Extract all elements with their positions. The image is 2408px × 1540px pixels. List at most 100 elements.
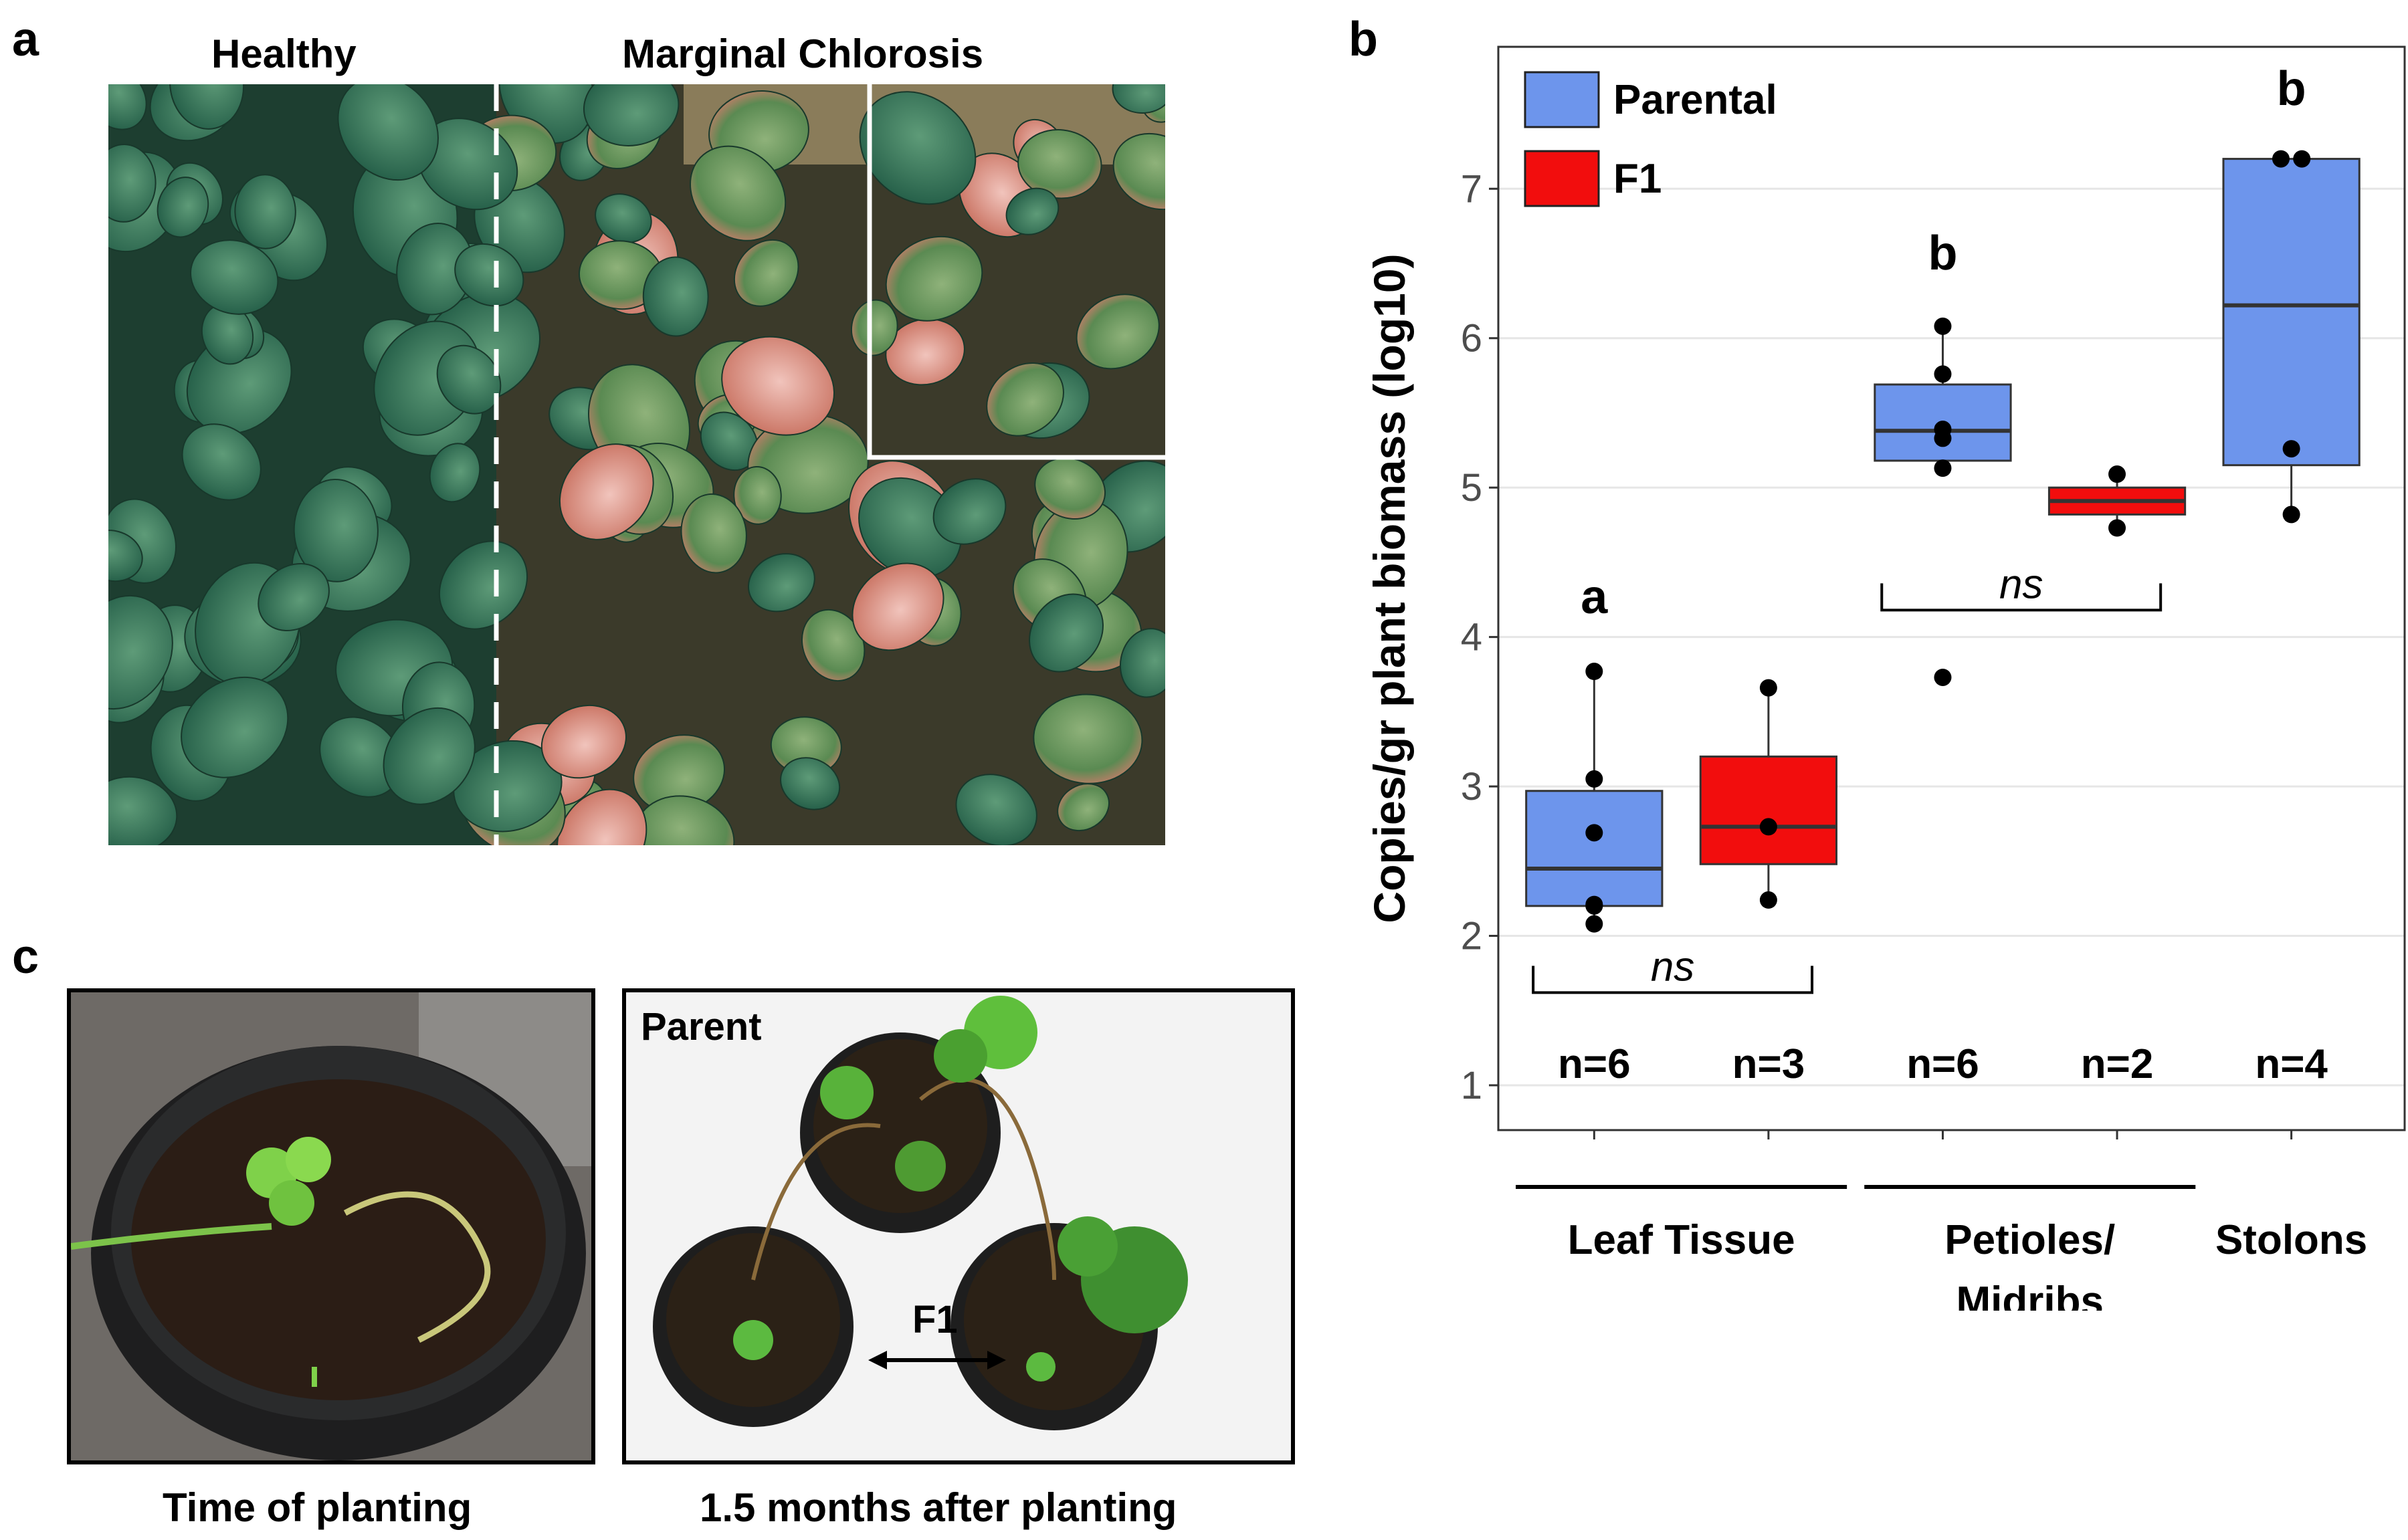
data-point — [1585, 770, 1603, 788]
leaf-shape — [108, 144, 157, 223]
leaf-shape — [885, 235, 983, 322]
ns-bracket — [1532, 966, 1814, 994]
leaf-shape — [557, 788, 647, 845]
data-point — [1759, 891, 1777, 909]
seedling-pot-image — [71, 992, 591, 1460]
data-point — [1585, 824, 1603, 842]
leaf-shape — [190, 239, 279, 315]
leaf-shape — [1112, 84, 1165, 114]
leaf-shape — [747, 553, 815, 613]
y-tick-label: 7 — [1461, 167, 1482, 211]
leaf-shape — [1029, 593, 1104, 673]
parent-label: Parent — [641, 1005, 762, 1049]
leaf-shape — [1057, 783, 1110, 832]
leaf-shape — [559, 443, 654, 540]
leaf-shape — [108, 530, 143, 582]
leaf-shape — [108, 594, 173, 710]
legend-swatch-parental — [1524, 71, 1600, 128]
y-tick-label: 2 — [1461, 915, 1482, 958]
sample-size-label: n=3 — [1732, 1041, 1805, 1087]
y-axis-title: Copies/gr plant biomass (log10) — [1365, 253, 1414, 923]
leaf-shape — [932, 478, 1007, 545]
box-parental — [1874, 383, 2012, 462]
data-point — [1934, 421, 1952, 439]
leaf-shape — [429, 443, 481, 503]
data-point — [1585, 895, 1603, 913]
leaf-shape — [1112, 132, 1165, 211]
panel-c-letter: c — [12, 930, 39, 984]
data-point — [2282, 440, 2300, 458]
data-point — [1934, 365, 1952, 383]
leaf-shape — [169, 84, 245, 130]
group-label: Leaf Tissue — [1568, 1217, 1795, 1263]
leaf-shape — [234, 174, 296, 249]
leaf-shape — [721, 336, 835, 436]
legend-swatch-f1 — [1524, 150, 1600, 207]
sample-size-label: n=4 — [2255, 1041, 2328, 1087]
data-point — [2293, 150, 2311, 168]
data-point — [1934, 668, 1952, 686]
significance-letter: a — [1581, 570, 1608, 624]
leaf-shape — [181, 423, 262, 501]
leaf-shape — [583, 84, 680, 146]
leaf-shape — [1076, 294, 1160, 370]
sample-size-label: n=6 — [1558, 1041, 1631, 1087]
box-parental — [1525, 790, 1664, 907]
leaf-shape — [1005, 187, 1060, 235]
leaf-shape — [1119, 628, 1165, 698]
leaf-shape — [642, 256, 709, 337]
leaf-shape — [955, 774, 1037, 845]
significance-letter: b — [2277, 62, 2306, 116]
ns-label: ns — [1651, 944, 1694, 990]
panel-a-letter: a — [12, 13, 39, 66]
legend-label: Parental — [1613, 77, 1777, 123]
time-of-planting-photo — [67, 988, 595, 1464]
y-tick-label: 5 — [1461, 466, 1482, 510]
leaf-shape — [454, 243, 524, 307]
leaf-shape — [108, 84, 147, 130]
after-planting-photo: Parent F1 — [622, 988, 1295, 1464]
healthy-label: Healthy — [211, 31, 357, 76]
leaf-shape — [780, 757, 841, 810]
data-point — [2282, 506, 2300, 524]
leaf-shape — [438, 540, 528, 630]
leaf-shape — [293, 479, 379, 582]
leaf-shape — [851, 562, 944, 651]
data-point — [1759, 679, 1777, 697]
time-of-planting-caption: Time of planting — [163, 1485, 472, 1530]
data-point — [2108, 465, 2126, 483]
data-point — [1585, 915, 1603, 933]
leaf-shape — [337, 84, 439, 181]
after-planting-caption: 1.5 months after planting — [700, 1485, 1177, 1530]
data-point — [2272, 150, 2290, 168]
legend-label: F1 — [1613, 156, 1662, 202]
group-label: Petioles/ — [1944, 1217, 2115, 1263]
leaf-shape — [680, 493, 747, 574]
significance-letter: b — [1928, 227, 1957, 280]
data-point — [2108, 519, 2126, 537]
data-point — [1585, 663, 1603, 681]
f1-arrow-label: F1 — [912, 1298, 958, 1341]
leaf-shape — [1034, 457, 1106, 520]
group-label: Midribs — [1956, 1279, 2104, 1311]
plot-frame — [1497, 45, 2406, 1131]
leaf-shape — [540, 704, 627, 779]
leaf-shape — [690, 145, 787, 241]
leaf-shape — [383, 707, 476, 805]
data-point — [1934, 459, 1952, 477]
leaf-shape — [157, 177, 209, 238]
leaf-shape — [595, 193, 652, 243]
leaf-shape — [436, 344, 502, 415]
data-point — [1934, 317, 1952, 335]
y-tick-label: 3 — [1461, 765, 1482, 808]
leaf-shape — [733, 239, 799, 307]
field-photo — [108, 84, 1165, 845]
leaf-shape — [108, 776, 178, 845]
box-parental — [2222, 158, 2361, 467]
box-f1 — [1699, 755, 1838, 865]
y-tick-label: 4 — [1461, 616, 1482, 659]
marginal-chlorosis-label: Marginal Chlorosis — [622, 31, 984, 76]
strawberry-field-image — [108, 84, 1165, 845]
ns-label: ns — [1999, 561, 2043, 607]
